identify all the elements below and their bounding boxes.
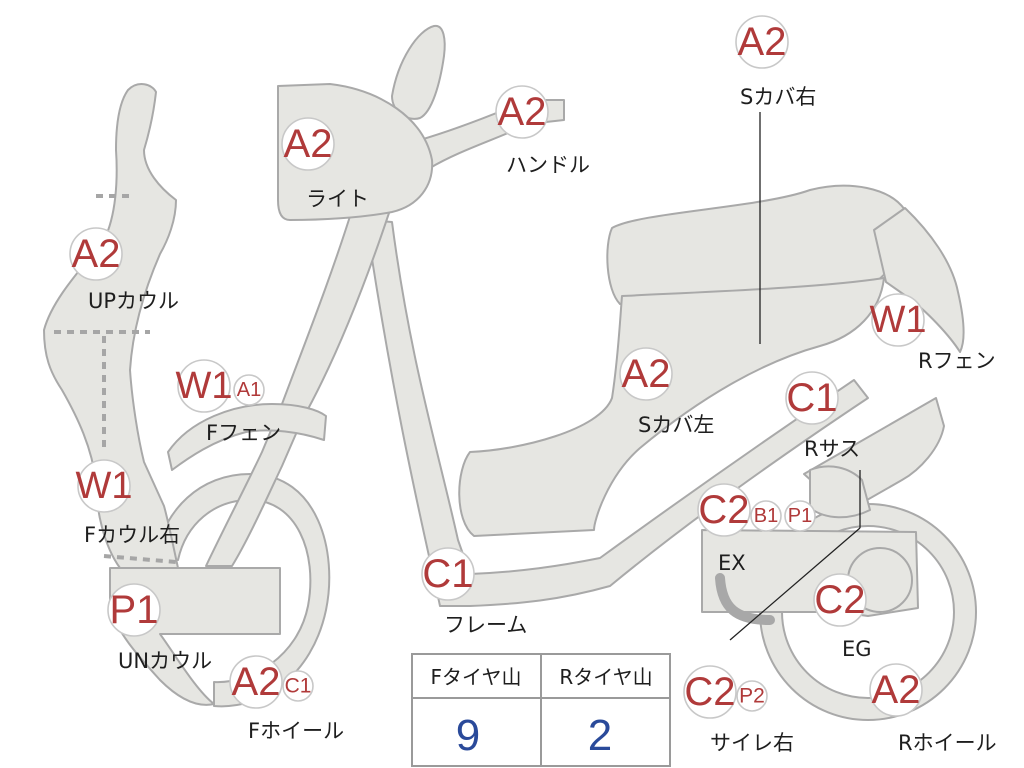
- svg-text:A2: A2: [738, 20, 787, 64]
- badge-f-fender-a: A1: [233, 374, 265, 406]
- front-fender-shape: [167, 403, 327, 471]
- label-r-wheel: Rホイール: [898, 731, 997, 755]
- svg-text:P1: P1: [110, 588, 159, 632]
- badge-f-cowl-right: W1: [76, 459, 133, 513]
- badge-ex-p: P1: [784, 500, 816, 532]
- label-f-cowl-right: Fカウル右: [84, 523, 180, 547]
- svg-text:C1: C1: [786, 376, 837, 420]
- svg-text:W1: W1: [176, 365, 233, 407]
- table-header-rear-tire: Rタイヤ山: [559, 665, 652, 689]
- badge-up-cowl: A2: [69, 227, 123, 281]
- front-fork-shape: [205, 209, 391, 567]
- label-r-fender: Rフェン: [918, 349, 996, 373]
- badge-s-cover-right: A2: [735, 15, 789, 69]
- table-value-front-tire: 9: [456, 711, 480, 760]
- badge-handle: A2: [495, 85, 549, 139]
- label-silencer-right: サイレ右: [710, 731, 794, 755]
- label-light: ライト: [306, 187, 369, 211]
- badge-r-sus: C1: [785, 371, 839, 425]
- svg-text:A2: A2: [232, 660, 281, 704]
- badge-frame: C1: [421, 547, 475, 601]
- svg-text:A2: A2: [498, 90, 547, 134]
- leader-silencer: [729, 527, 861, 641]
- badge-ex-b: B1: [750, 500, 782, 532]
- svg-text:P2: P2: [739, 685, 765, 708]
- tire-tread-table: Fタイヤ山 Rタイヤ山 9 2: [411, 653, 671, 767]
- rear-fender-shape: [873, 207, 965, 353]
- badge-r-wheel: A2: [869, 663, 923, 717]
- svg-text:P1: P1: [788, 505, 812, 527]
- mirror-shape: [391, 24, 446, 120]
- svg-text:A2: A2: [72, 232, 121, 276]
- svg-text:C2: C2: [684, 670, 735, 714]
- badge-silencer-p: P2: [736, 680, 768, 712]
- badge-r-fender: W1: [870, 293, 927, 347]
- svg-text:W1: W1: [76, 465, 133, 507]
- svg-text:A1: A1: [237, 379, 261, 401]
- svg-text:B1: B1: [754, 505, 778, 527]
- svg-text:A2: A2: [284, 122, 333, 166]
- label-handle: ハンドル: [506, 153, 590, 177]
- exhaust-pipe-shape: [715, 573, 775, 625]
- badge-f-wheel-c: C1: [282, 670, 314, 702]
- badge-f-fender-w: W1: [176, 359, 233, 413]
- label-frame: フレーム: [444, 613, 527, 637]
- table-value-rear-tire: 2: [588, 711, 612, 760]
- table-header-front-tire: Fタイヤ山: [431, 665, 522, 689]
- label-f-wheel: Fホイール: [248, 719, 344, 743]
- svg-text:C1: C1: [422, 552, 473, 596]
- svg-text:A2: A2: [872, 668, 921, 712]
- label-f-fender: Fフェン: [206, 421, 281, 445]
- badge-light: A2: [281, 117, 335, 171]
- label-s-cover-right: Sカバ右: [740, 85, 816, 109]
- label-up-cowl: UPカウル: [88, 289, 179, 313]
- svg-text:W1: W1: [870, 299, 927, 341]
- badge-eg: C2: [813, 573, 867, 627]
- label-s-cover-left: Sカバ左: [638, 413, 714, 437]
- label-eg: EG: [842, 637, 872, 661]
- headlight-shape: [277, 83, 434, 221]
- rear-swingarm-shape: [809, 465, 871, 519]
- badge-ex-c: C2: [697, 483, 751, 537]
- label-un-cowl: UNカウル: [118, 649, 212, 673]
- side-cover-shape: [458, 277, 885, 537]
- svg-text:C2: C2: [698, 488, 749, 532]
- svg-text:C2: C2: [814, 578, 865, 622]
- badge-f-wheel-a: A2: [229, 655, 283, 709]
- svg-text:C1: C1: [285, 675, 312, 698]
- badge-un-cowl: P1: [107, 583, 161, 637]
- svg-text:A2: A2: [622, 352, 671, 396]
- label-r-sus: Rサス: [804, 437, 860, 461]
- badge-s-cover-left: A2: [619, 347, 673, 401]
- badge-silencer-c: C2: [683, 665, 737, 719]
- label-ex: EX: [718, 551, 746, 575]
